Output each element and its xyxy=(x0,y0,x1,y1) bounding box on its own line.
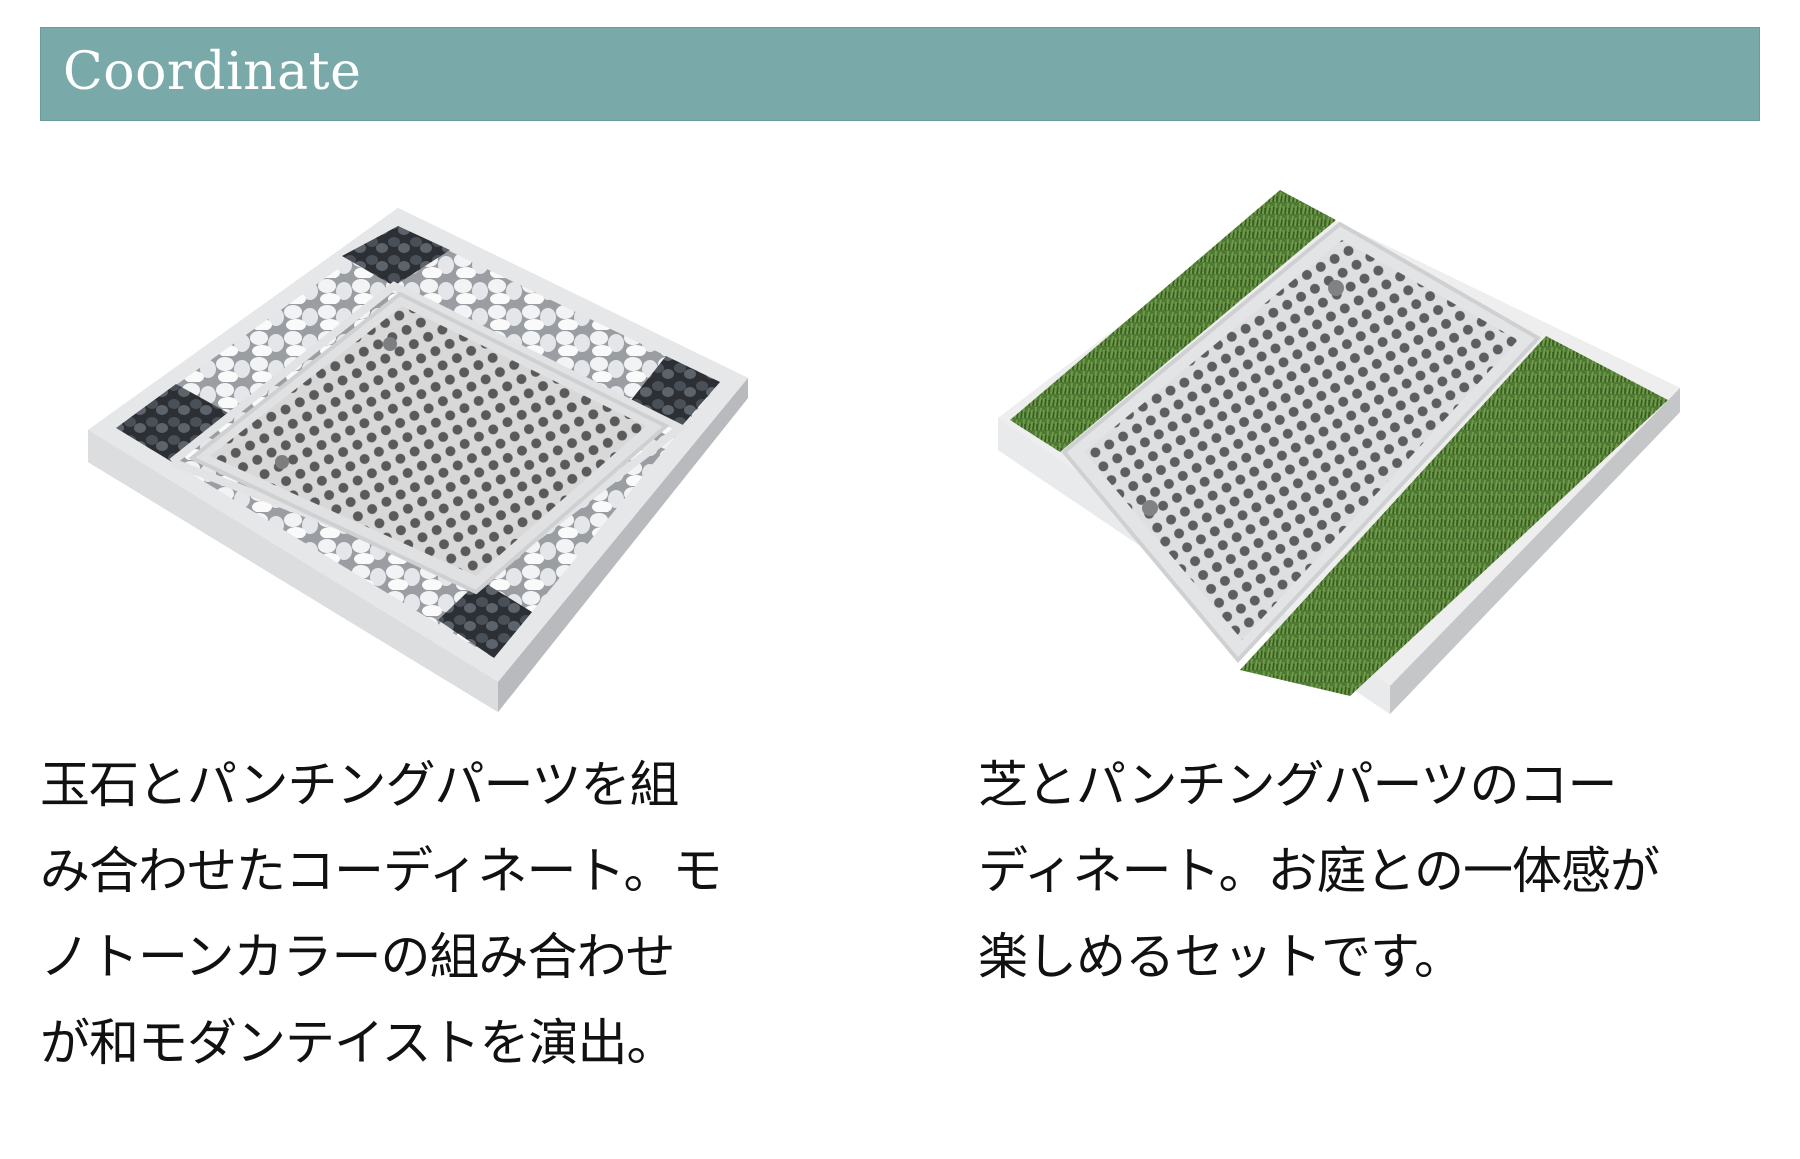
product-image-grass-set xyxy=(990,190,1690,720)
description-line: 楽しめるセットです。 xyxy=(978,928,1464,986)
description-line: ディネート。お庭との一体感が xyxy=(978,842,1660,900)
section-header-bar: Coordinate xyxy=(40,27,1760,121)
description-line: が和モダンテイストを演出。 xyxy=(40,1014,676,1072)
product-description-grass-set: 芝とパンチングパーツのコー ディネート。お庭との一体感が 楽しめるセットです。 xyxy=(978,742,1660,1000)
description-line: ノトーンカラーの組み合わせ xyxy=(40,928,675,986)
stone-tray-illustration xyxy=(88,208,748,712)
product-image-stone-set xyxy=(80,200,760,720)
description-line: み合わせたコーディネート。モ xyxy=(40,842,722,900)
grass-tray-illustration xyxy=(998,190,1680,714)
section-title: Coordinate xyxy=(63,42,362,102)
description-line: 玉石とパンチングパーツを組 xyxy=(40,756,679,814)
description-line: 芝とパンチングパーツのコー xyxy=(978,756,1618,814)
product-description-stone-set: 玉石とパンチングパーツを組 み合わせたコーディネート。モ ノトーンカラーの組み合… xyxy=(40,742,722,1086)
